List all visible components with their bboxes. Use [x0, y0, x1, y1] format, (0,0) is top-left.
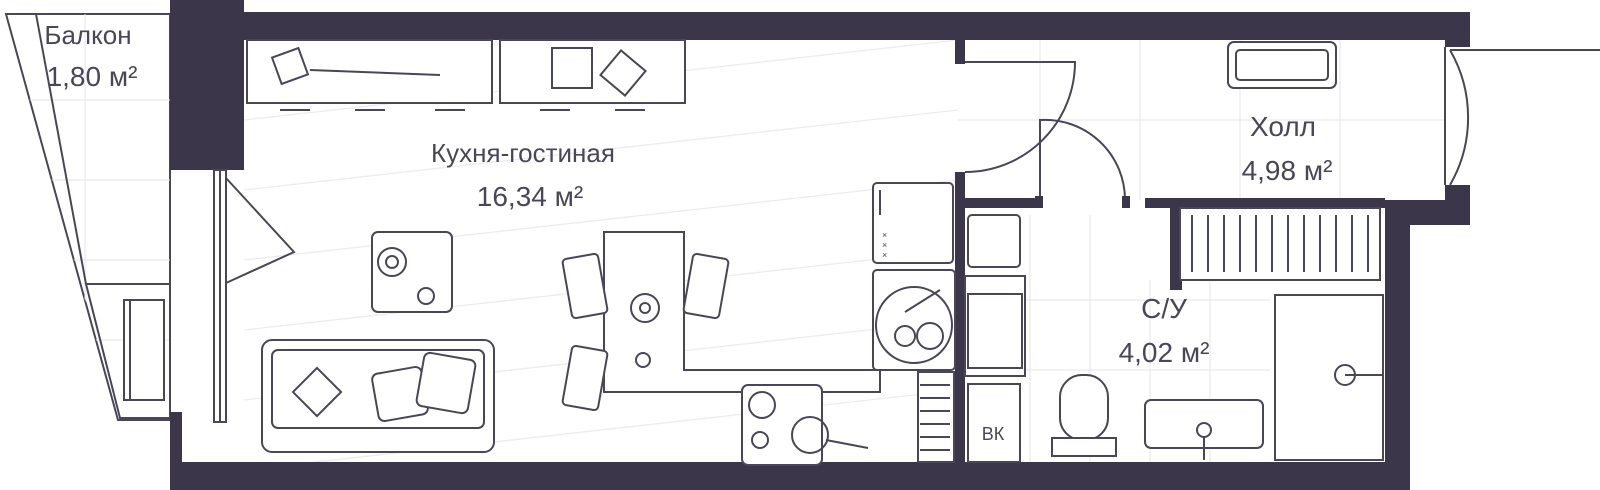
svg-text:×: × [882, 230, 887, 240]
bathroom-fixtures [964, 207, 1384, 463]
entrance-door [1444, 47, 1600, 186]
coffee-table [371, 231, 453, 313]
walls [170, 0, 1470, 490]
hall-floor [958, 40, 1445, 200]
hall-name: Холл [1250, 111, 1316, 142]
top-wardrobe [246, 39, 686, 111]
bathroom-area: 4,02 м² [1119, 337, 1210, 368]
hall-area: 4,98 м² [1242, 155, 1333, 186]
svg-text:×: × [882, 250, 887, 260]
left-window [213, 169, 296, 423]
bathroom-name: С/У [1141, 293, 1187, 324]
room-doors [964, 61, 1127, 201]
kitchen-unit: × × × [741, 182, 956, 466]
door-frames [955, 56, 1130, 208]
balcony-floor [4, 13, 171, 421]
hall-furniture [1227, 41, 1337, 89]
sofa [261, 339, 495, 453]
balcony-name: Балкон [44, 20, 131, 50]
water-riser-label: ВК [982, 424, 1005, 444]
kitchen-living-name: Кухня-гостиная [431, 138, 615, 168]
balcony-area: 1,80 м² [47, 61, 138, 92]
kitchen-living-area: 16,34 м² [477, 181, 583, 212]
dining-set [561, 231, 881, 412]
svg-text:×: × [882, 240, 887, 250]
